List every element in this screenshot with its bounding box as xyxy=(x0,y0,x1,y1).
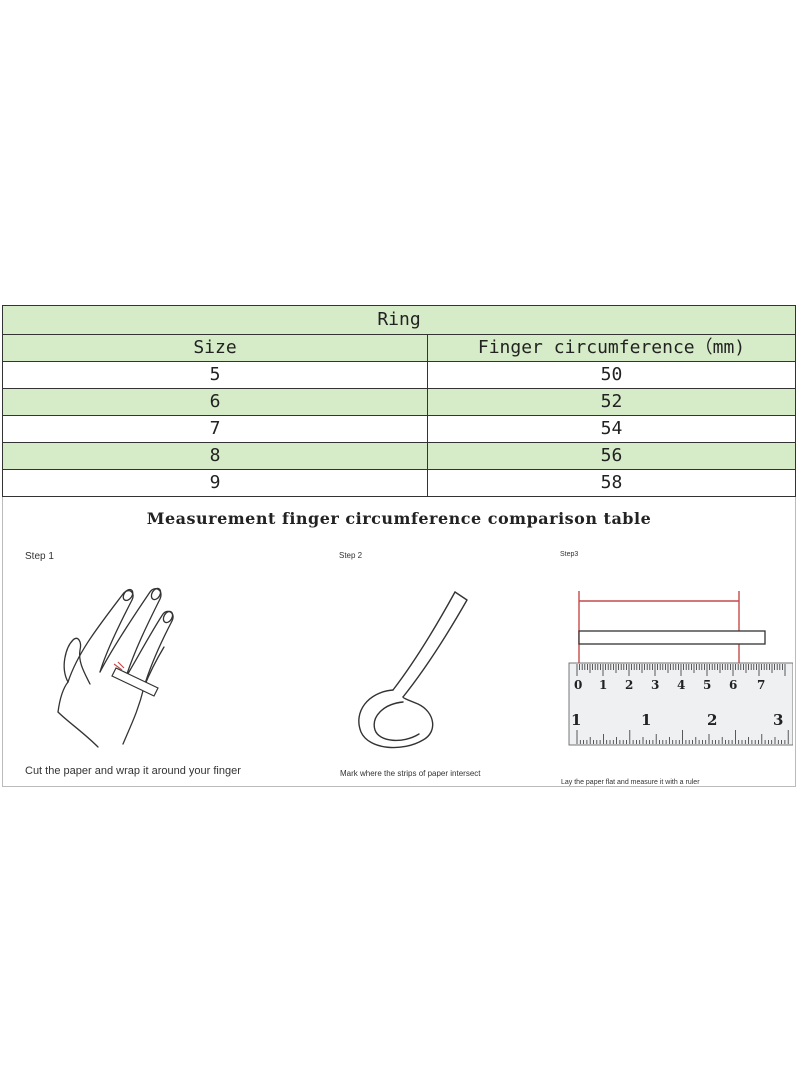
header-circumference: Finger circumference（mm) xyxy=(427,334,796,362)
table-row: 5 50 xyxy=(2,361,796,389)
ruler-cm-number: 4 xyxy=(677,678,685,692)
ruler-cm-number: 1 xyxy=(599,678,607,692)
ruler-inch-number: 1 xyxy=(571,711,581,729)
cell-size: 8 xyxy=(2,442,428,470)
step2-caption: Mark where the strips of paper intersect xyxy=(340,769,481,778)
cell-circumference: 50 xyxy=(427,361,796,389)
measurement-guide: Measurement finger circumference compari… xyxy=(2,497,796,787)
cell-circumference: 58 xyxy=(427,469,796,497)
table-row: 6 52 xyxy=(2,388,796,416)
cell-circumference: 56 xyxy=(427,442,796,470)
table-title: Ring xyxy=(2,305,796,335)
cell-circumference: 52 xyxy=(427,388,796,416)
ruler-inch-number: 1 xyxy=(641,711,651,729)
ruler-measure-illustration: 0 1 2 3 4 5 6 7 1 1 2 3 xyxy=(568,591,793,746)
cell-size: 6 xyxy=(2,388,428,416)
table-title-row: Ring xyxy=(2,305,796,335)
table-header-row: Size Finger circumference（mm) xyxy=(2,334,796,362)
step3-caption: Lay the paper flat and measure it with a… xyxy=(561,779,700,786)
ruler-inch-number: 2 xyxy=(707,711,717,729)
step2-label: Step 2 xyxy=(339,551,363,560)
ring-size-table: Ring Size Finger circumference（mm) 5 50 … xyxy=(2,305,796,497)
ruler-cm-number: 6 xyxy=(729,678,737,692)
guide-title: Measurement finger circumference compari… xyxy=(146,509,652,528)
step1-caption: Cut the paper and wrap it around your fi… xyxy=(25,765,241,777)
step1-label: Step 1 xyxy=(25,551,54,562)
table-row: 8 56 xyxy=(2,442,796,470)
table-row: 7 54 xyxy=(2,415,796,443)
ruler-cm-number: 2 xyxy=(625,678,633,692)
ruler-cm-number: 0 xyxy=(574,678,582,692)
header-size: Size xyxy=(2,334,428,362)
ruler-inch-number: 3 xyxy=(773,711,783,729)
ruler-cm-number: 7 xyxy=(757,678,765,692)
ruler-cm-number: 3 xyxy=(651,678,659,692)
cell-size: 7 xyxy=(2,415,428,443)
paper-loop-illustration xyxy=(358,591,468,749)
cell-size: 5 xyxy=(2,361,428,389)
cell-size: 9 xyxy=(2,469,428,497)
step3-label: Step3 xyxy=(560,551,579,558)
table-row: 9 58 xyxy=(2,469,796,497)
ruler-cm-number: 5 xyxy=(703,678,711,692)
cell-circumference: 54 xyxy=(427,415,796,443)
hand-wrap-illustration xyxy=(57,587,174,748)
